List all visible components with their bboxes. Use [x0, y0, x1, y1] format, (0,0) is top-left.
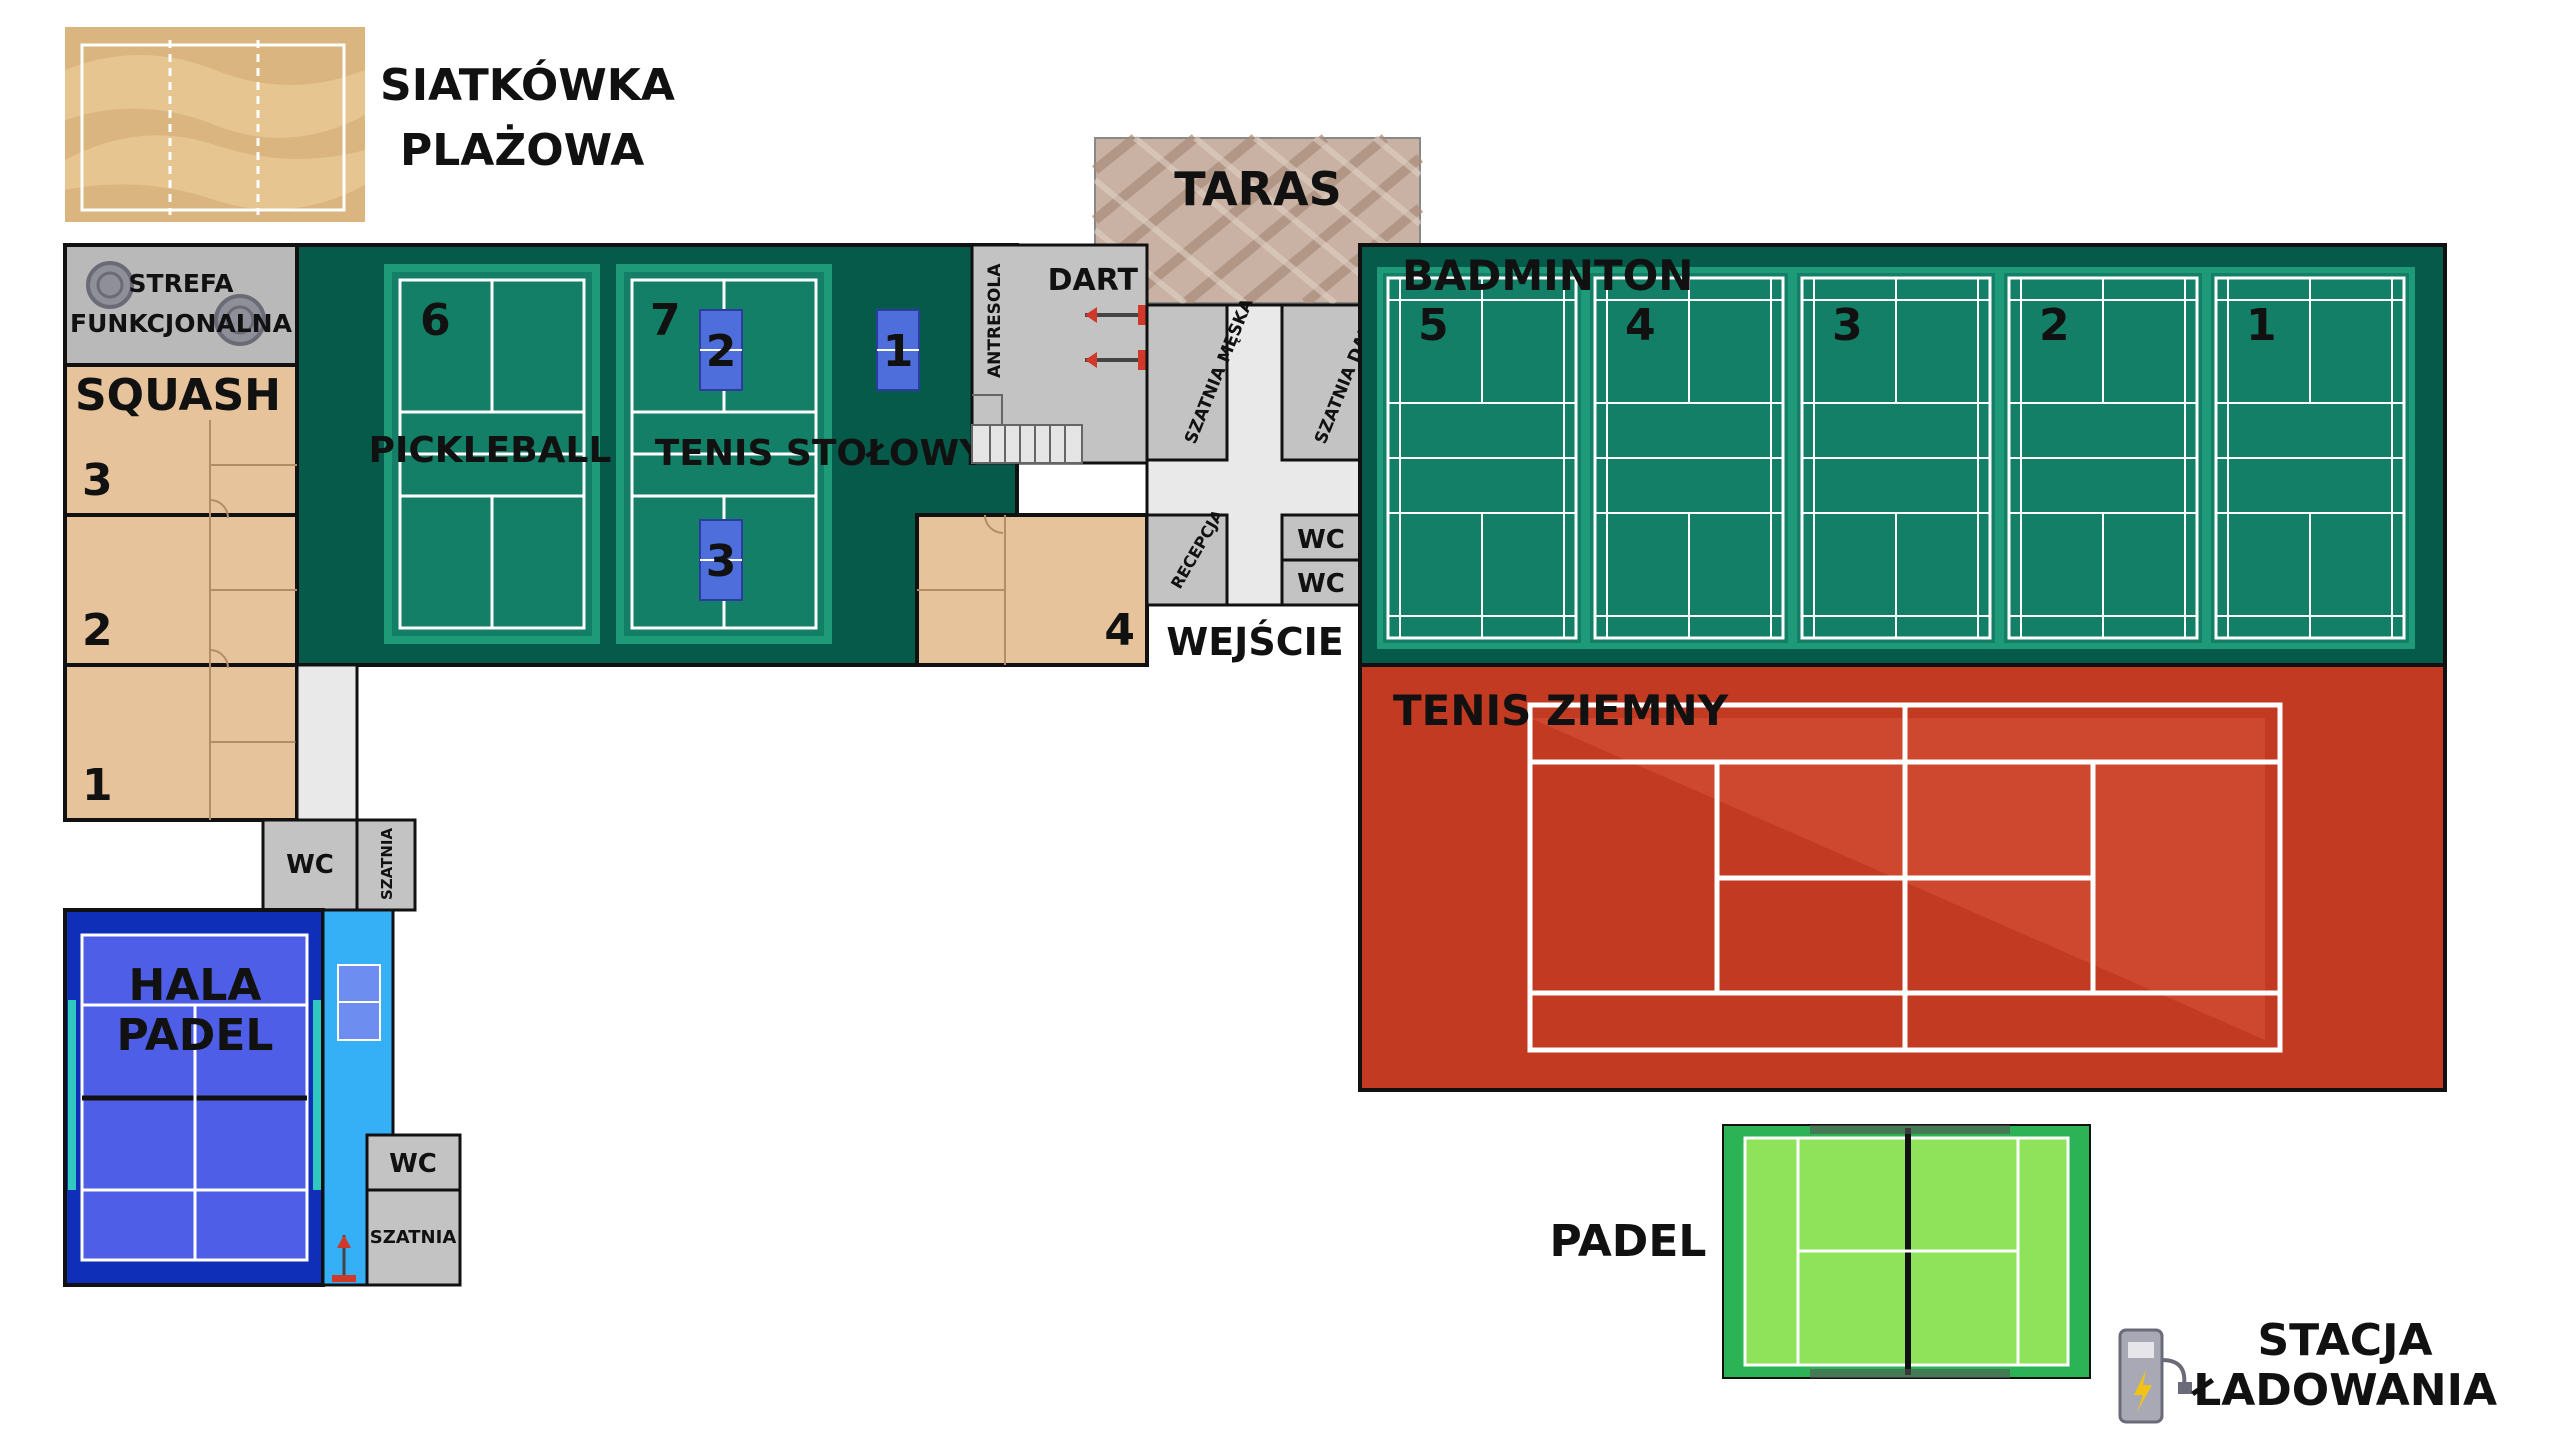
squash-label: SQUASH	[75, 370, 281, 421]
locker-room-label-1: SZATNIA	[378, 828, 396, 900]
room-4-number: 4	[1104, 605, 1135, 656]
badminton-court-5	[1377, 267, 1587, 649]
badminton-label: BADMINTON	[1402, 251, 1693, 300]
squash-court-2: 2	[82, 605, 113, 656]
pickleball-court-number-6: 6	[420, 295, 451, 346]
outdoor-padel-court	[1722, 1124, 2091, 1379]
entrance-label: WEJŚCIE	[1166, 620, 1343, 664]
pickleball-label: PICKLEBALL	[369, 430, 612, 471]
tennis-label: TENIS ZIEMNY	[1393, 686, 1729, 735]
badminton-court-4	[1584, 267, 1794, 649]
squash-area	[63, 363, 299, 822]
padel-label: PADEL	[1550, 1216, 1707, 1267]
beach-volleyball-label-1: SIATKÓWKA	[380, 58, 675, 111]
pickleball-court-number-7: 7	[650, 295, 681, 346]
badminton-court-3	[1791, 267, 2001, 649]
badminton-court-2	[1998, 267, 2208, 649]
badminton-court-1	[2205, 267, 2415, 649]
dart-icon	[332, 1235, 356, 1282]
wc-label-entrance-2: WC	[1297, 569, 1345, 599]
beach-volleyball-label-2: PLAŻOWA	[400, 123, 644, 176]
table-tennis-table-2	[699, 309, 743, 391]
badminton-court-number-3: 3	[1832, 300, 1863, 351]
table-tennis-table-3	[699, 519, 743, 601]
functional-zone-label-1: STREFA	[129, 269, 235, 298]
locker-room-1	[355, 818, 417, 912]
functional-zone-label-2: FUNKCJONALNA	[70, 309, 293, 338]
padel-hall-label-2: PADEL	[117, 1010, 274, 1061]
pickleball-court-6	[384, 264, 600, 644]
badminton-court-number-1: 1	[2246, 300, 2277, 351]
table-tennis-label: TENIS STOŁOWY	[655, 433, 986, 474]
squash-court-3: 3	[82, 455, 113, 506]
charging-station-label-1: STACJA	[2257, 1315, 2432, 1366]
wc-label-2: WC	[389, 1149, 437, 1179]
padel-hall-label-1: HALA	[129, 960, 262, 1011]
stairs-icon	[971, 394, 1083, 464]
table-number-2: 2	[706, 326, 737, 377]
badminton-court-number-5: 5	[1418, 300, 1449, 351]
locker-room-label-2: SZATNIA	[370, 1227, 457, 1248]
terrace-label: TARAS	[1174, 162, 1342, 216]
weights-icon	[86, 261, 266, 346]
dart-icon	[1085, 305, 1146, 370]
badminton-courts	[1377, 267, 2415, 649]
wc-label-1: WC	[286, 850, 334, 880]
mezzanine-label: ANTRESOLA	[985, 263, 1005, 378]
locker-room-2	[365, 1188, 462, 1287]
badminton-court-number-2: 2	[2039, 300, 2070, 351]
padel-hall	[63, 908, 395, 1287]
entrance-area	[1145, 303, 1362, 607]
squash-court-1: 1	[82, 760, 113, 811]
squash-court-4	[915, 513, 1149, 667]
darts-label: DART	[1048, 263, 1139, 298]
table-number-1: 1	[883, 326, 914, 377]
wc-label-entrance-1: WC	[1297, 525, 1345, 555]
beach-volleyball-court	[65, 27, 365, 222]
badminton-court-number-4: 4	[1625, 300, 1656, 351]
charging-station-label-2: ŁADOWANIA	[2191, 1365, 2497, 1416]
table-number-3: 3	[706, 536, 737, 587]
tennis-court	[1358, 663, 2447, 1092]
table-tennis-table-1	[876, 309, 920, 391]
corridor	[295, 663, 359, 822]
ev-charger-icon	[2118, 1328, 2192, 1424]
